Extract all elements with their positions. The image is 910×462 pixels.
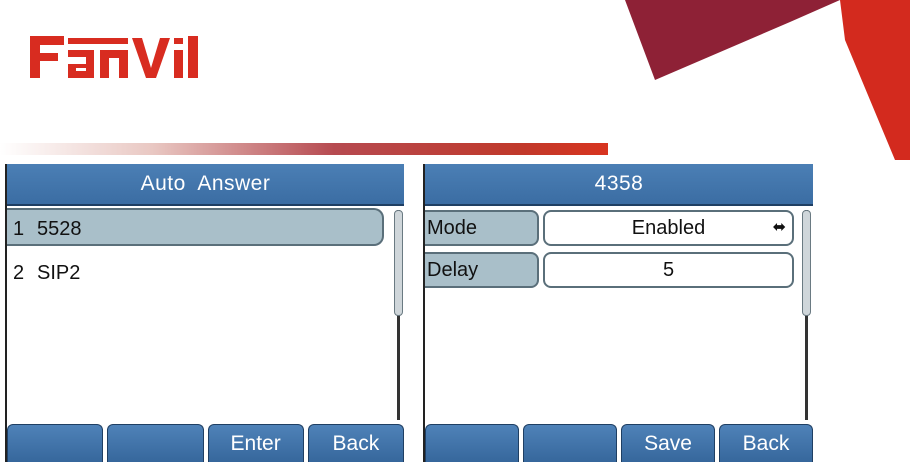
- screen-title: 4358: [594, 172, 644, 195]
- softkey-1[interactable]: [425, 424, 519, 462]
- save-button[interactable]: Save: [621, 424, 715, 462]
- softkey-2[interactable]: [107, 424, 204, 462]
- screen-title-bar: 4358: [425, 164, 813, 206]
- screen-title: Auto Answer: [140, 172, 271, 195]
- back-button[interactable]: Back: [719, 424, 813, 462]
- mode-value: Enabled: [631, 217, 706, 239]
- auto-answer-screen: Auto Answer 1 5528 2 SIP2 Enter Back: [5, 164, 404, 462]
- scrollbar-thumb[interactable]: [802, 210, 811, 316]
- fanvil-logo: [30, 36, 198, 78]
- mode-select[interactable]: Enabled ⬌: [543, 210, 794, 246]
- list-item-label: 5528: [37, 218, 82, 240]
- back-button[interactable]: Back: [307, 424, 404, 462]
- line-settings-screen: 4358 Mode Enabled ⬌ Delay 5 Save Back: [423, 164, 813, 462]
- scrollbar-thumb[interactable]: [394, 210, 403, 316]
- list-item-index: 1: [13, 218, 25, 240]
- delay-input[interactable]: 5: [543, 252, 794, 288]
- delay-label: Delay: [425, 252, 539, 288]
- header-stripe: [0, 143, 608, 155]
- enter-button[interactable]: Enter: [207, 424, 304, 462]
- list-item-line-2[interactable]: 2 SIP2: [7, 254, 384, 292]
- corner-decoration: [625, 0, 910, 160]
- screen-title-bar: Auto Answer: [7, 164, 404, 206]
- softkey-1[interactable]: [7, 424, 104, 462]
- list-item-label: SIP2: [37, 262, 81, 284]
- left-right-arrow-icon: ⬌: [772, 219, 786, 236]
- softkey-bar: Enter Back: [7, 424, 404, 462]
- softkey-bar: Save Back: [425, 424, 813, 462]
- mode-label: Mode: [425, 210, 539, 246]
- delay-value: 5: [662, 259, 675, 281]
- softkey-2[interactable]: [523, 424, 617, 462]
- list-item-line-1[interactable]: 1 5528: [7, 208, 384, 246]
- list-item-index: 2: [13, 262, 25, 284]
